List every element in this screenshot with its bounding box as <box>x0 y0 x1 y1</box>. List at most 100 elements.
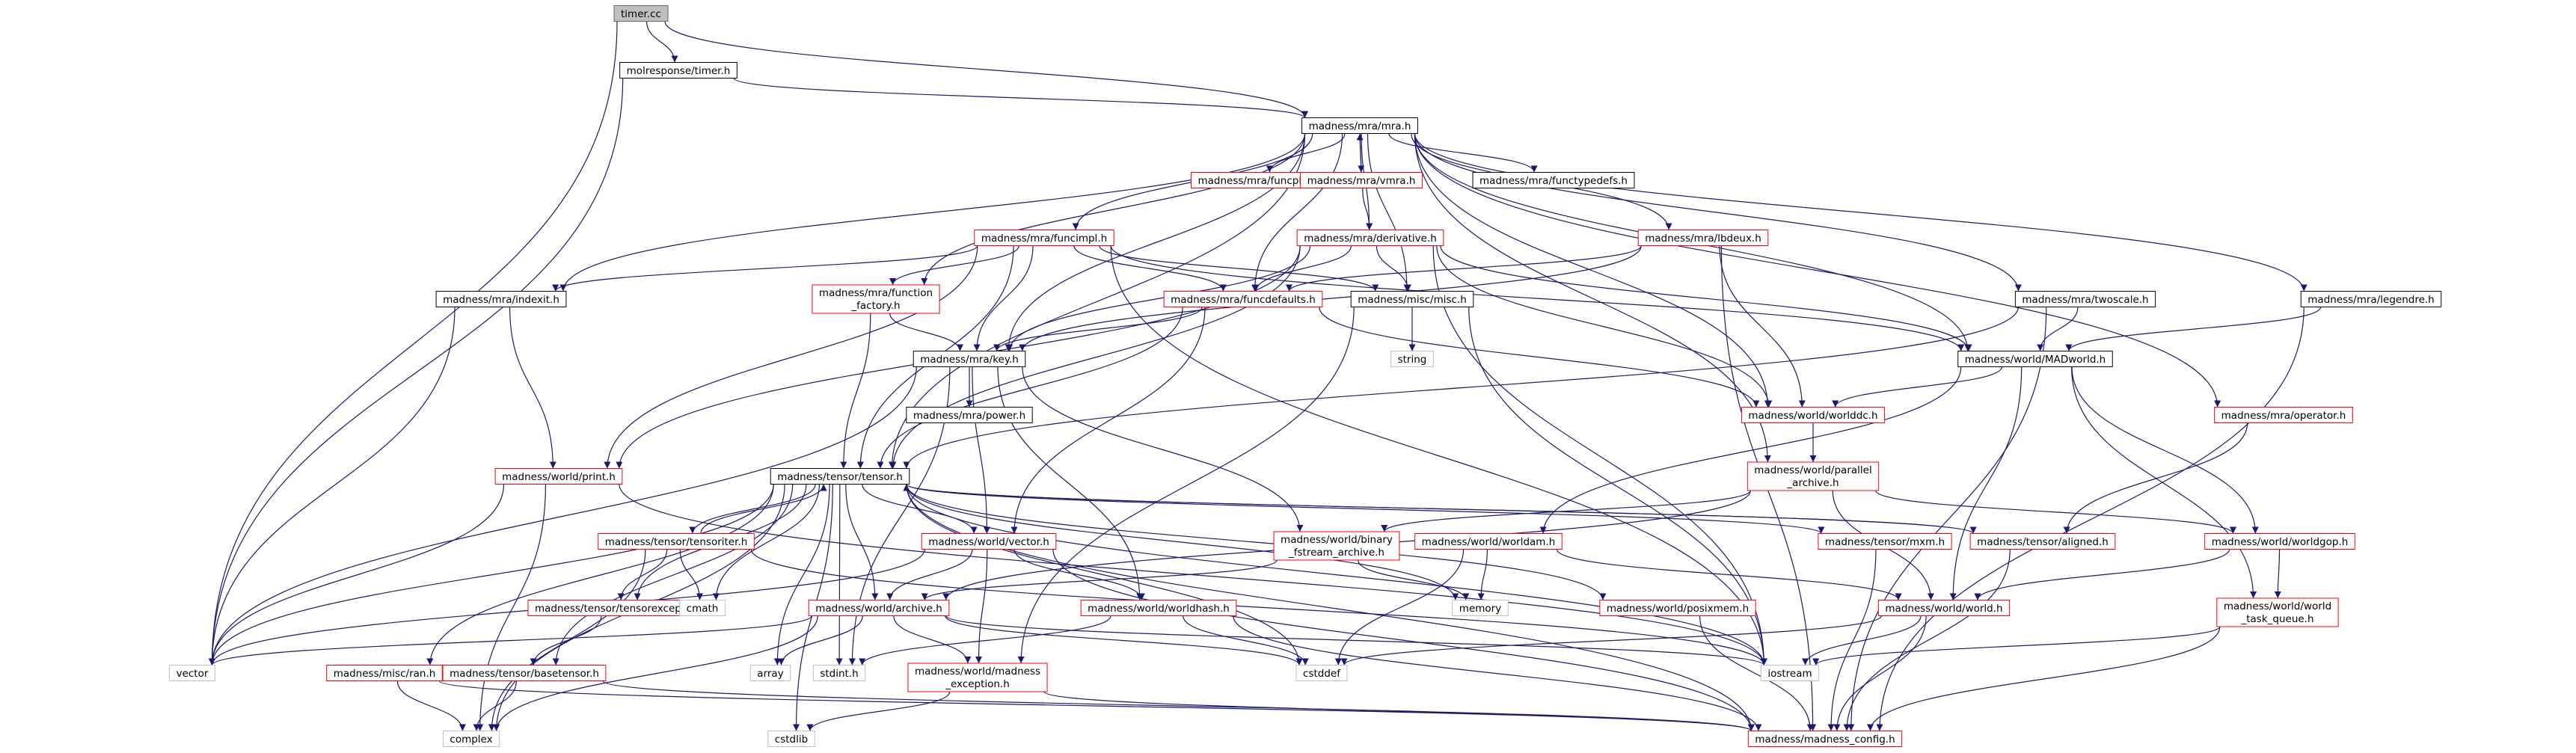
edge-timer_cc-to-vector <box>208 21 618 666</box>
node-label: madness/world/binary <box>1281 534 1393 546</box>
edge-misc_h-to-madness_exception_h <box>1017 307 1355 664</box>
edge-madness_exception_h-to-cstdlib <box>806 691 951 731</box>
edge-tensor_h-to-ran_h <box>426 484 774 666</box>
node-funcdefaults-h[interactable]: madness/mra/funcdefaults.h <box>1163 291 1323 307</box>
node-label: madness/world/print.h <box>502 471 616 483</box>
node-box <box>1747 461 1880 491</box>
node-tensor-h[interactable]: madness/tensor/tensor.h <box>770 468 910 485</box>
node-posixmem-h[interactable]: madness/world/posixmem.h <box>1599 600 1756 616</box>
edge-derivative_h-to-misc_h <box>1376 245 1411 292</box>
edge-funcdefaults_h-to-tensor_h <box>877 307 1183 469</box>
node-label: madness/mra/operator.h <box>2221 410 2346 422</box>
node-power-h[interactable]: madness/mra/power.h <box>906 407 1033 423</box>
node-label: madness/mra/legendre.h <box>2307 294 2434 306</box>
node-label: cmath <box>687 603 719 615</box>
node-legendre-h[interactable]: madness/mra/legendre.h <box>2300 291 2442 307</box>
edge-mra_h-to-function_factory_h <box>921 133 1306 286</box>
node-function-factory-h[interactable]: madness/mra/function_factory.h <box>812 284 940 314</box>
node-label: stdint.h <box>820 668 858 680</box>
edge-derivative_h-to-iostream <box>1432 245 1767 666</box>
edge-tensor_h-to-array <box>773 484 830 666</box>
node-iostream: iostream <box>1760 665 1820 681</box>
node-box <box>1747 731 1903 747</box>
node-tensoriter-h[interactable]: madness/tensor/tensoriter.h <box>598 533 755 550</box>
edge-vector_h-to-madness_config_h <box>1052 549 1755 731</box>
node-timer-cc[interactable]: timer.cc <box>613 5 669 22</box>
node-box <box>1741 407 1886 423</box>
node-misc-h[interactable]: madness/misc/misc.h <box>1350 291 1474 307</box>
node-box <box>2214 407 2353 423</box>
edge-mra_h-to-misc_h <box>1367 133 1411 292</box>
node-label: madness/tensor/tensoriter.h <box>605 536 748 548</box>
node-world-h[interactable]: madness/world/world.h <box>1877 600 2011 616</box>
node-box <box>921 533 1057 550</box>
edge-madworld_h-to-world_task_queue_h <box>2071 366 2257 599</box>
node-box <box>767 731 815 747</box>
node-worldhash-h[interactable]: madness/world/worldhash.h <box>1080 600 1237 616</box>
node-complex: complex <box>442 731 500 747</box>
node-label: madness/madness_config.h <box>1755 734 1895 746</box>
edge-print_h-to-complex <box>476 484 547 731</box>
node-parallel-archive-h[interactable]: madness/world/parallel_archive.h <box>1747 461 1880 491</box>
node-print-h[interactable]: madness/world/print.h <box>494 468 623 485</box>
edge-ran_h-to-complex <box>396 680 466 731</box>
node-functypedefs-h[interactable]: madness/mra/functypedefs.h <box>1472 172 1635 188</box>
node-box <box>1080 600 1237 616</box>
edge-lbdeux_h-to-key_h <box>1019 245 1642 351</box>
node-madness-exception-h[interactable]: madness/world/madness_exception.h <box>907 663 1048 692</box>
node-label: madness/world/MADworld.h <box>1965 354 2106 366</box>
node-box <box>619 62 737 79</box>
node-worlddc-h[interactable]: madness/world/worlddc.h <box>1741 407 1886 423</box>
node-mxm-h[interactable]: madness/tensor/mxm.h <box>1818 533 1952 550</box>
node-box <box>442 665 607 681</box>
node-madness-config-h[interactable]: madness/madness_config.h <box>1747 731 1903 747</box>
edge-lbdeux_h-to-worlddc_h <box>1719 245 1806 408</box>
edge-tensor_h-to-archive_h <box>845 484 879 600</box>
node-madworld-h[interactable]: madness/world/MADworld.h <box>1957 351 2113 367</box>
node-box <box>613 5 669 22</box>
node-label: madness/mra/funcimpl.h <box>981 233 1107 245</box>
node-box <box>1472 172 1635 188</box>
node-funcimpl-h[interactable]: madness/mra/funcimpl.h <box>974 230 1114 246</box>
node-molresponse-timer-h[interactable]: molresponse/timer.h <box>619 62 737 79</box>
node-box <box>812 665 866 681</box>
node-funcplot-h[interactable]: madness/mra/funcplot.h <box>1191 172 1328 188</box>
node-label: madness/mra/twoscale.h <box>2022 294 2148 306</box>
edge-tensorexcept_h-to-basetensor_h <box>530 615 602 666</box>
node-mra-h[interactable]: madness/mra/mra.h <box>1301 117 1418 134</box>
node-label: madness/mra/vmra.h <box>1307 175 1416 187</box>
node-vmra-h[interactable]: madness/mra/vmra.h <box>1300 172 1423 188</box>
node-stdint-h: stdint.h <box>812 665 866 681</box>
node-derivative-h[interactable]: madness/mra/derivative.h <box>1296 230 1444 246</box>
edge-tensor_h-to-vector <box>208 484 774 666</box>
node-key-h[interactable]: madness/mra/key.h <box>913 351 1026 367</box>
node-basetensor-h[interactable]: madness/tensor/basetensor.h <box>442 665 607 681</box>
node-label: madness/world/world.h <box>1885 603 2002 615</box>
node-label: madness/world/parallel <box>1754 464 1871 476</box>
node-label: madness/mra/key.h <box>920 354 1019 366</box>
node-world-task-queue-h[interactable]: madness/world/world_task_queue.h <box>2216 597 2339 627</box>
edge-mra_h-to-operator_h <box>1414 133 2221 408</box>
edge-vector_h-to-madness_exception_h <box>975 549 988 664</box>
edge-world_h-to-madness_config_h <box>1833 615 1927 731</box>
node-aligned-h[interactable]: madness/tensor/aligned.h <box>1969 533 2116 550</box>
edge-worldhash_h-to-cstddef <box>1183 615 1309 666</box>
edge-lbdeux_h-to-funcdefaults_h <box>1286 245 1642 292</box>
node-twoscale-h[interactable]: madness/mra/twoscale.h <box>2014 291 2156 307</box>
node-vector-h[interactable]: madness/world/vector.h <box>921 533 1057 550</box>
node-binary-fstream-h[interactable]: madness/world/binary_fstream_archive.h <box>1273 531 1400 561</box>
node-indexit-h[interactable]: madness/mra/indexit.h <box>435 291 567 307</box>
node-tensorexcept-h[interactable]: madness/tensor/tensorexcept.h <box>527 600 702 616</box>
edge-world_h-to-iostream <box>1802 615 1922 666</box>
node-worldgop-h[interactable]: madness/world/worldgop.h <box>2204 533 2355 550</box>
node-operator-h[interactable]: madness/mra/operator.h <box>2214 407 2353 423</box>
node-worldam-h[interactable]: madness/world/worldam.h <box>1414 533 1563 550</box>
node-archive-h[interactable]: madness/world/archive.h <box>808 600 950 616</box>
edge-worldam_h-to-cstddef <box>1334 549 1465 666</box>
node-memory: memory <box>1452 600 1509 616</box>
edge-key_h-to-vector <box>208 366 917 666</box>
node-ran-h[interactable]: madness/misc/ran.h <box>326 665 443 681</box>
node-box <box>494 468 623 485</box>
edge-tensor_h-to-cmath <box>712 484 820 600</box>
node-lbdeux-h[interactable]: madness/mra/lbdeux.h <box>1637 230 1769 246</box>
